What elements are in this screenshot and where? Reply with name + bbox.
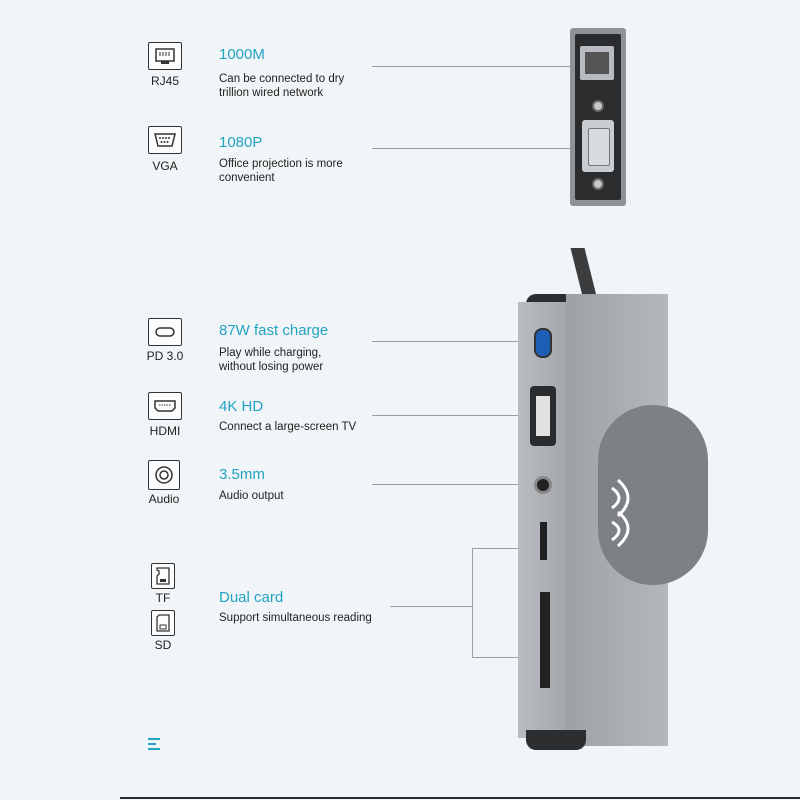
tf-slot <box>540 522 547 560</box>
callout-line <box>372 415 532 416</box>
hdmi-port <box>530 386 556 446</box>
usb-c-port-icon <box>148 318 182 346</box>
feature-desc-line: without losing power <box>219 361 324 373</box>
brand-logo-bar <box>148 748 160 750</box>
usb-c-port <box>534 328 552 358</box>
hub-bottom-cap <box>526 730 586 750</box>
feature-title-card: Dual card <box>219 589 284 606</box>
wireless-charger-pad <box>598 405 708 585</box>
callout-line <box>372 341 538 342</box>
callout-line <box>372 484 532 485</box>
feature-desc-line: Office projection is more <box>219 158 343 170</box>
card-name-tf: TF <box>155 591 171 605</box>
port-name-audio: Audio <box>148 492 180 506</box>
feature-desc-line: Support simultaneous reading <box>219 612 372 624</box>
hdmi-port-inner <box>536 396 550 436</box>
feature-desc-line: convenient <box>219 172 275 184</box>
vga-port <box>582 120 614 172</box>
feature-desc-vga: Office projection is more convenient <box>219 157 389 185</box>
wireless-charging-icon <box>611 478 630 548</box>
sd-card-icon <box>151 610 175 636</box>
callout-line <box>372 148 587 149</box>
audio-port <box>534 476 552 494</box>
card-bracket-bottom <box>472 657 532 658</box>
led-hole <box>592 100 604 112</box>
ethernet-port-icon <box>148 42 182 70</box>
feature-desc-rj45: Can be connected to dry trillion wired n… <box>219 72 389 100</box>
port-name-rj45: RJ45 <box>150 74 179 88</box>
rj45-port-hole <box>585 52 609 74</box>
port-name-hdmi: HDMI <box>149 424 181 438</box>
feature-title-vga: 1080P <box>219 134 263 151</box>
callout-line <box>390 606 472 607</box>
feature-desc-hdmi: Connect a large-screen TV <box>219 420 389 434</box>
rj45-port <box>580 46 614 80</box>
feature-desc-card: Support simultaneous reading <box>219 611 419 625</box>
callout-line <box>372 66 587 67</box>
vga-port-holes <box>588 128 610 166</box>
tf-card-icon <box>151 563 175 589</box>
feature-desc-line: Connect a large-screen TV <box>219 421 357 433</box>
port-name-vga: VGA <box>152 159 178 173</box>
sd-slot <box>540 592 550 688</box>
feature-title-rj45: 1000M <box>219 46 265 63</box>
card-bracket-line <box>472 548 473 658</box>
feature-desc-line: Play while charging, <box>219 347 322 359</box>
feature-desc-audio: Audio output <box>219 489 389 503</box>
feature-title-audio: 3.5mm <box>219 466 265 483</box>
audio-jack-icon <box>148 460 180 490</box>
card-name-sd: SD <box>154 638 172 652</box>
feature-desc-line: trillion wired network <box>219 87 324 99</box>
brand-logo-bar <box>148 743 156 745</box>
brand-logo-icon <box>148 738 160 750</box>
vga-port-icon <box>148 126 182 154</box>
screw-hole <box>592 178 604 190</box>
port-name-pd: PD 3.0 <box>146 349 184 363</box>
feature-title-pd: 87W fast charge <box>219 322 329 339</box>
hdmi-port-icon <box>148 392 182 420</box>
feature-desc-pd: Play while charging, without losing powe… <box>219 346 389 374</box>
hub-end-panel <box>570 28 626 206</box>
card-bracket-top <box>472 548 532 549</box>
feature-title-hdmi: 4K HD <box>219 398 264 415</box>
bottom-divider <box>120 797 800 799</box>
feature-desc-line: Can be connected to dry <box>219 73 345 85</box>
brand-logo-bar <box>148 738 160 740</box>
hub-body <box>518 290 708 752</box>
feature-desc-line: Audio output <box>219 490 284 502</box>
